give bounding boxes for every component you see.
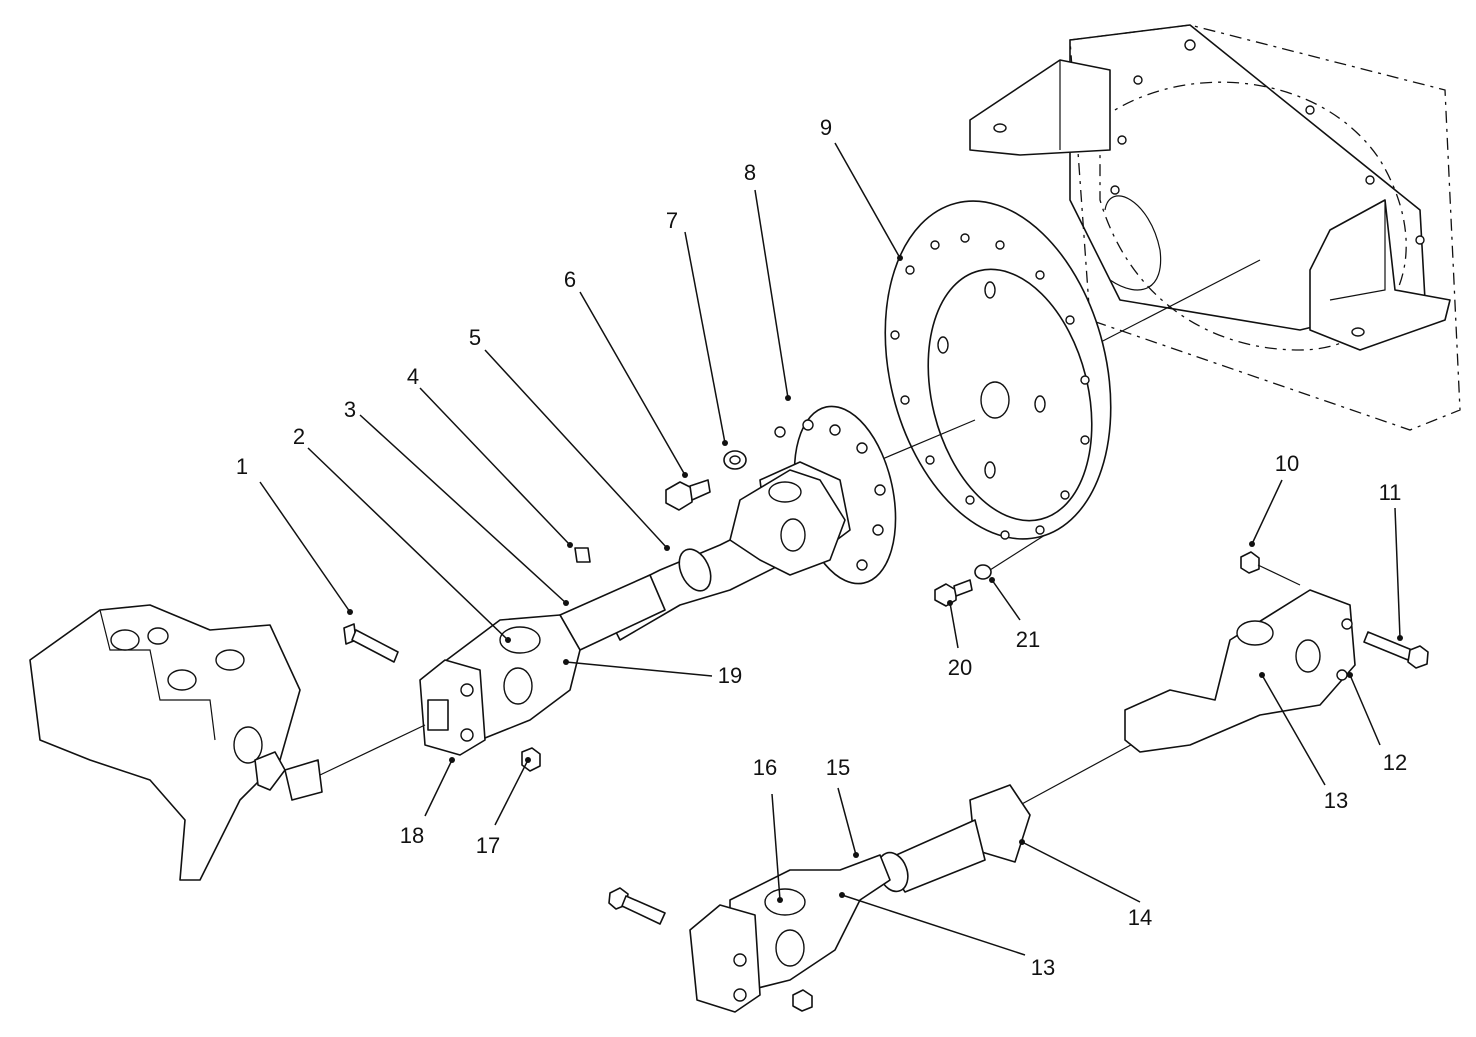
hydraulic-pump [29, 604, 426, 881]
callout-8: 8 [744, 160, 756, 185]
flex-coupling-disc [879, 200, 1112, 540]
callout-4: 4 [407, 364, 419, 389]
callout-6: 6 [564, 267, 576, 292]
leader-lines [259, 142, 1403, 956]
callout-15: 15 [826, 755, 850, 780]
clamp-bolt [343, 623, 399, 663]
callout-14: 14 [1128, 905, 1152, 930]
callout-11: 11 [1379, 480, 1402, 505]
callout-18: 18 [400, 823, 424, 848]
callout-16: 16 [753, 755, 777, 780]
engine-adapter-plate [969, 24, 1461, 431]
callout-21: 21 [1016, 627, 1040, 652]
upper-coupler-yoke [419, 614, 581, 756]
callout-3: 3 [344, 397, 356, 422]
callout-labels: 1 2 3 4 5 6 7 8 9 10 11 12 13 13 13 14 1… [236, 115, 1407, 980]
upper-drive-shaft [559, 469, 846, 651]
disc-bolt [934, 579, 973, 607]
bolt-hole-icon [993, 123, 1007, 133]
locknut [521, 747, 541, 772]
callout-1: 1 [236, 454, 248, 479]
lower-drive-shaft [608, 551, 1429, 1013]
callout-17: 17 [476, 833, 500, 858]
bolt-hole-icon [1351, 327, 1365, 337]
grease-fitting [574, 547, 591, 563]
callout-7: 7 [666, 208, 678, 233]
callout-5: 5 [469, 325, 481, 350]
callout-13-right: 13 [1324, 788, 1348, 813]
callout-12: 12 [1383, 750, 1407, 775]
callout-13-lower: 13 [1031, 955, 1055, 980]
callout-19: 19 [718, 663, 742, 688]
callout-9: 9 [820, 115, 832, 140]
callout-2: 2 [293, 424, 305, 449]
disc-washer [974, 564, 992, 580]
callout-10: 10 [1275, 451, 1299, 476]
callout-20: 20 [948, 655, 972, 680]
flange-bolt [665, 479, 711, 511]
